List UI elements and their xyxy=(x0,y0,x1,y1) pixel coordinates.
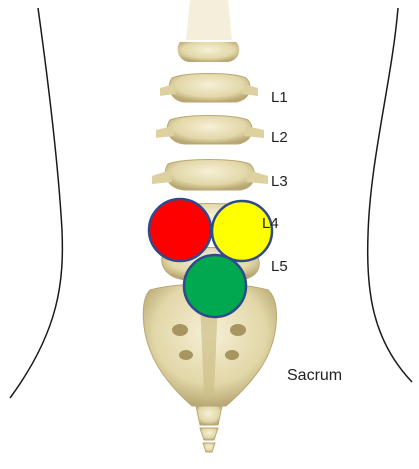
green-marker xyxy=(184,255,246,317)
label-l5: L5 xyxy=(271,259,288,274)
label-l3: L3 xyxy=(271,174,288,189)
label-l2: L2 xyxy=(271,130,288,145)
label-sacrum: Sacrum xyxy=(287,368,342,384)
vertebra-l1 xyxy=(160,74,258,103)
red-marker xyxy=(149,199,211,261)
body-outline-right xyxy=(368,8,412,382)
label-l4: L4 xyxy=(262,216,279,231)
vertebra-l3 xyxy=(152,160,268,191)
vertebra-l2 xyxy=(156,116,264,145)
body-outline-left xyxy=(10,8,62,398)
label-l1: L1 xyxy=(271,90,288,105)
